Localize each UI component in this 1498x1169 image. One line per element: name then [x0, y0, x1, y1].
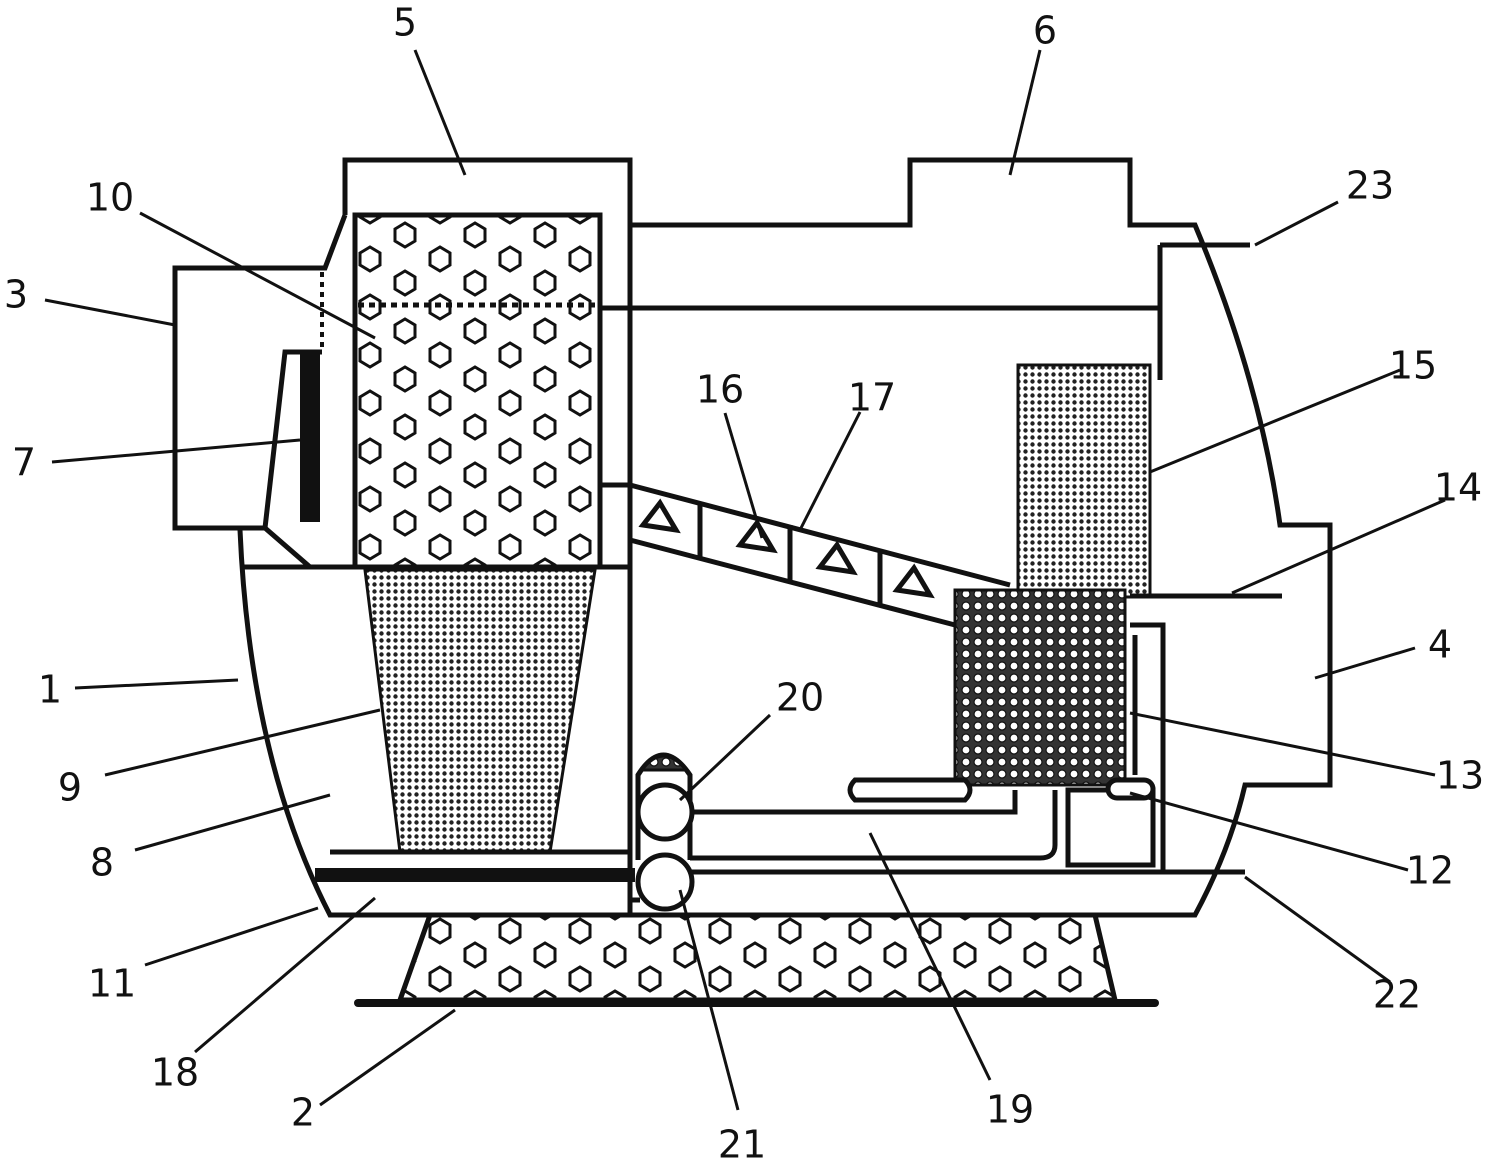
label-5: 5 [393, 1, 417, 45]
label-19: 19 [986, 1088, 1034, 1132]
label-4: 4 [1428, 623, 1452, 667]
hex-filter-column [352, 212, 603, 570]
leader-lines [44, 49, 1446, 1111]
foundation [354, 912, 1159, 1007]
label-14: 14 [1434, 466, 1482, 510]
label-6: 6 [1033, 9, 1057, 53]
label-7: 7 [12, 441, 36, 485]
bar-rod [847, 777, 973, 803]
base-bars [315, 849, 1245, 903]
label-13: 13 [1436, 754, 1484, 798]
label-1: 1 [38, 668, 62, 712]
pump-20 [635, 752, 695, 860]
inclined-plate [600, 482, 1011, 628]
label-23: 23 [1346, 164, 1394, 208]
label-9: 9 [58, 766, 82, 810]
vessel-body [237, 157, 1333, 918]
label-2: 2 [291, 1091, 315, 1135]
dotted-funnel [363, 568, 597, 854]
slot-12 [1105, 777, 1156, 801]
inlet-chamber [172, 214, 355, 570]
label-18: 18 [151, 1051, 199, 1095]
label-8: 8 [90, 841, 114, 885]
label-3: 3 [4, 273, 28, 317]
label-16: 16 [696, 368, 744, 412]
riser-channel [1130, 622, 1166, 872]
label-17: 17 [848, 376, 896, 420]
return-pipe [690, 790, 1058, 861]
ring-media-block [953, 588, 1127, 787]
label-22: 22 [1373, 973, 1421, 1017]
label-20: 20 [776, 676, 824, 720]
label-10: 10 [86, 176, 134, 220]
label-15: 15 [1389, 344, 1437, 388]
part-labels: 1 2 3 4 5 6 7 8 9 10 11 12 13 14 15 16 1… [4, 1, 1484, 1167]
label-12: 12 [1406, 849, 1454, 893]
outlet-box [1065, 787, 1156, 868]
pump-21 [635, 852, 695, 912]
dotted-filter-block [1016, 363, 1152, 599]
label-21: 21 [718, 1123, 766, 1167]
label-11: 11 [88, 962, 136, 1006]
